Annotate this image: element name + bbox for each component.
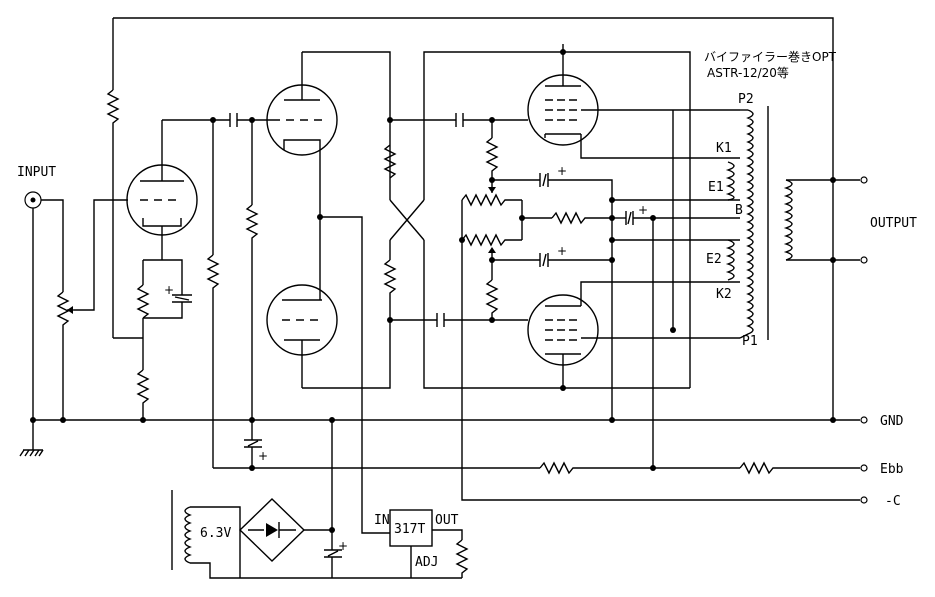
resistor-r1 bbox=[106, 89, 120, 128]
gnd-rail-dots bbox=[30, 417, 836, 423]
cathode-capacitor-v1: + bbox=[143, 283, 192, 319]
bias-resistor-bottom bbox=[485, 279, 499, 320]
regulator-adj-label: ADJ bbox=[415, 555, 438, 570]
grid-resistor-v2 bbox=[245, 204, 259, 420]
bias-resistor-mid bbox=[551, 211, 612, 225]
screen-capacitor: + bbox=[612, 203, 740, 225]
top-rail bbox=[112, 17, 834, 420]
svg-text:+: + bbox=[338, 539, 348, 553]
gnd-label: GND bbox=[880, 414, 904, 429]
gnd-terminal[interactable]: GND bbox=[860, 414, 904, 429]
output-transformer: バイファイラー巻きOPT ASTR-12/20等 P2 K1 E1 B E2 K… bbox=[704, 50, 860, 349]
regulator-in-label: IN bbox=[374, 513, 390, 528]
tap-e2: E2 bbox=[706, 252, 722, 267]
opt-title-2: ASTR-12/20等 bbox=[707, 66, 789, 80]
regulator-out-label: OUT bbox=[435, 513, 459, 528]
triode-v3 bbox=[266, 284, 338, 388]
svg-text:+: + bbox=[258, 449, 268, 463]
regulator-317t: 317T IN OUT ADJ bbox=[374, 509, 463, 578]
ebb-resistor-1 bbox=[539, 461, 740, 475]
svg-text:+: + bbox=[557, 164, 567, 178]
bias-resistor-top bbox=[485, 137, 499, 193]
ground-symbol bbox=[19, 420, 44, 457]
tap-p2: P2 bbox=[738, 92, 754, 107]
input-jack[interactable]: INPUT bbox=[17, 165, 56, 209]
bias-capacitor-2: + bbox=[539, 244, 567, 267]
tap-b: B bbox=[735, 203, 743, 218]
input-label: INPUT bbox=[17, 165, 56, 180]
plate-resistor-v3 bbox=[302, 259, 397, 389]
triode-v2 bbox=[262, 52, 338, 156]
tap-k1: K1 bbox=[716, 141, 732, 156]
opt-title-1: バイファイラー巻きOPT bbox=[704, 50, 837, 64]
tap-e1: E1 bbox=[708, 180, 724, 195]
bias-potentiometer-1[interactable] bbox=[461, 187, 522, 207]
heater-voltage-label: 6.3V bbox=[200, 526, 231, 541]
svg-text:+: + bbox=[557, 244, 567, 258]
regulator-resistor bbox=[455, 539, 469, 578]
plate-resistor-v2 bbox=[383, 144, 397, 179]
ebb-resistor-2 bbox=[739, 461, 860, 475]
output-terminals[interactable]: OUTPUT bbox=[860, 176, 917, 264]
ebb-label: Ebb bbox=[880, 462, 904, 477]
bias-capacitor-1: + bbox=[539, 164, 567, 187]
cathode-resistor-v1 bbox=[136, 284, 150, 319]
ebb-terminal[interactable]: Ebb bbox=[860, 462, 904, 477]
resistor-r3 bbox=[206, 254, 220, 468]
output-pentode-v5 bbox=[527, 281, 740, 388]
output-label: OUTPUT bbox=[870, 216, 917, 231]
tap-k2: K2 bbox=[716, 287, 732, 302]
resistor-r2 bbox=[136, 369, 150, 420]
volume-potentiometer[interactable] bbox=[56, 199, 128, 420]
input-triode-v1 bbox=[126, 120, 198, 260]
neg-c-label: -C bbox=[885, 494, 901, 509]
svg-text:+: + bbox=[164, 283, 174, 297]
regulator-name: 317T bbox=[394, 522, 425, 537]
filter-capacitor: + bbox=[324, 530, 348, 578]
neg-c-terminal[interactable]: -C bbox=[860, 494, 901, 509]
heater-transformer: 6.3V bbox=[171, 490, 241, 579]
tap-p1: P1 bbox=[742, 334, 758, 349]
bridge-rectifier bbox=[238, 498, 306, 562]
bias-potentiometer-2[interactable] bbox=[461, 233, 522, 253]
decoupling-capacitor: + bbox=[244, 420, 268, 468]
svg-text:+: + bbox=[638, 203, 648, 217]
